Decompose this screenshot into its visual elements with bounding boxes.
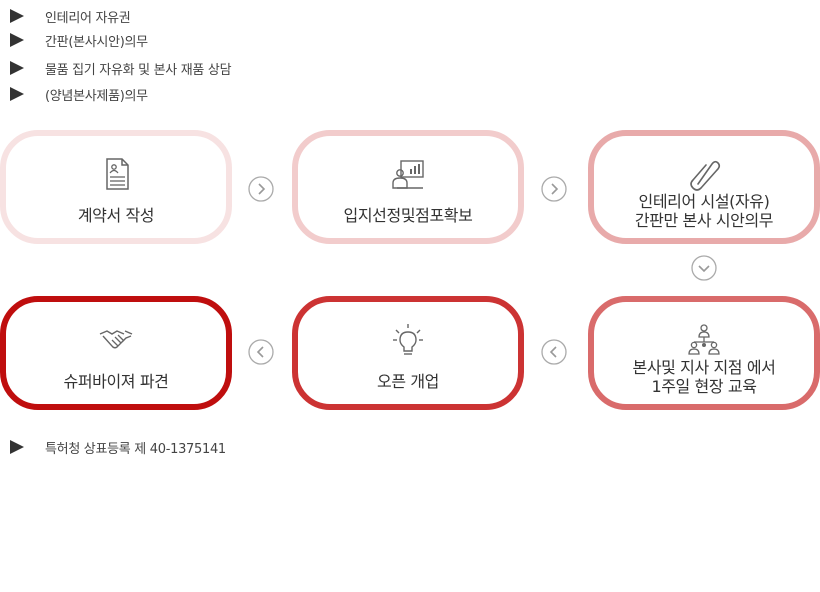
- step-interior: 인테리어 시설(자유) 간판만 본사 시안의무: [588, 130, 820, 244]
- paperclip-icon: [690, 160, 721, 191]
- chevron-down-icon: [691, 255, 717, 281]
- bullet-item: (양념본사제품)의무: [10, 84, 148, 104]
- step-contract: 계약서 작성: [0, 130, 232, 244]
- step-supervisor: 슈퍼바이져 파견: [0, 296, 232, 410]
- step-label-line1: 인테리어 시설(자유): [638, 192, 770, 211]
- chevron-right-icon: [248, 176, 274, 202]
- step-training: 본사및 지사 지점 에서 1주일 현장 교육: [588, 296, 820, 410]
- organization-icon: [688, 324, 720, 355]
- triangle-bullet-icon: [10, 87, 24, 101]
- step-label: 오픈 개업: [377, 372, 439, 391]
- triangle-bullet-icon: [10, 440, 24, 454]
- bullet-item: 간판(본사시안)의무: [10, 30, 148, 50]
- trademark-text: 특허청 상표등록 제 40-1375141: [45, 441, 226, 457]
- chevron-right-icon: [541, 176, 567, 202]
- bullet-item: 물품 집기 자유화 및 본사 재품 상담: [10, 58, 232, 78]
- step-label: 인테리어 시설(자유) 간판만 본사 시안의무: [594, 192, 814, 230]
- lightbulb-icon: [393, 324, 423, 355]
- bullet-text: 간판(본사시안)의무: [45, 34, 148, 50]
- trademark-note: 특허청 상표등록 제 40-1375141: [10, 437, 226, 457]
- step-opening: 오픈 개업: [292, 296, 524, 410]
- bullet-item: 인테리어 자유권: [10, 6, 131, 26]
- bullet-text: 인테리어 자유권: [45, 10, 131, 26]
- step-label: 계약서 작성: [77, 206, 155, 225]
- chevron-left-icon: [541, 339, 567, 365]
- step-label-line2: 간판만 본사 시안의무: [634, 211, 774, 230]
- bullet-text: (양념본사제품)의무: [45, 88, 148, 104]
- step-label: 입지선정및점포확보: [343, 206, 473, 225]
- chevron-left-icon: [248, 339, 274, 365]
- triangle-bullet-icon: [10, 33, 24, 47]
- document-icon: [106, 158, 129, 190]
- presentation-chart-icon: [392, 160, 424, 189]
- step-label: 슈퍼바이져 파견: [63, 372, 169, 391]
- step-label-line1: 본사및 지사 지점 에서: [632, 358, 776, 377]
- step-label: 본사및 지사 지점 에서 1주일 현장 교육: [594, 358, 814, 396]
- handshake-icon: [99, 330, 133, 349]
- bullet-text: 물품 집기 자유화 및 본사 재품 상담: [45, 62, 232, 78]
- triangle-bullet-icon: [10, 9, 24, 23]
- step-label-line2: 1주일 현장 교육: [651, 377, 757, 396]
- step-location: 입지선정및점포확보: [292, 130, 524, 244]
- triangle-bullet-icon: [10, 61, 24, 75]
